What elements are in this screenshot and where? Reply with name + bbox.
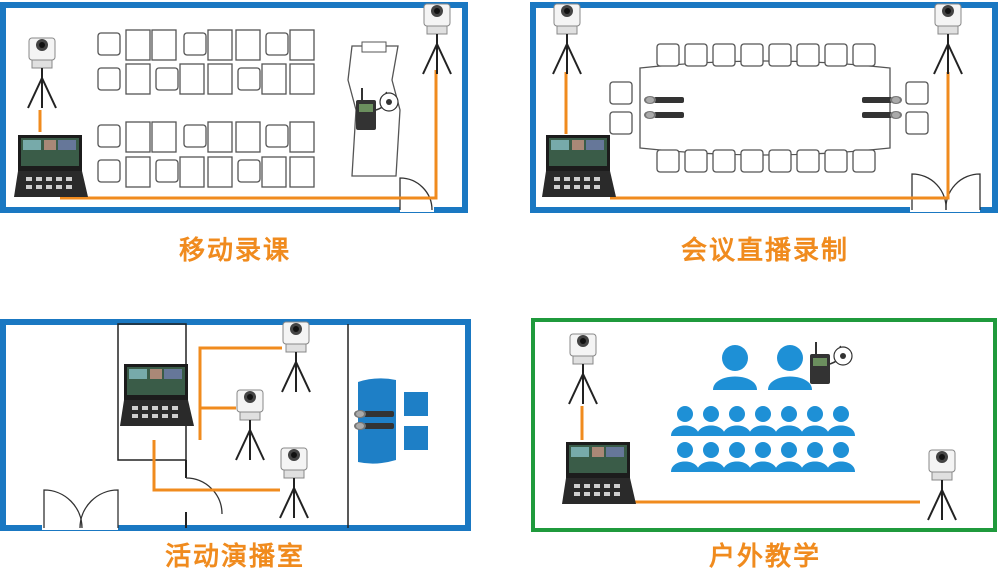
door	[399, 177, 433, 211]
ptz-camera-icon	[279, 447, 309, 519]
handheld-mic-icon	[354, 410, 394, 418]
host-desk	[358, 378, 396, 464]
ptz-camera-icon	[422, 3, 452, 75]
handheld-mic-icon	[862, 111, 902, 119]
ptz-camera-icon	[933, 3, 963, 75]
stool	[404, 392, 428, 416]
ptz-camera-icon	[552, 3, 582, 75]
handheld-mic-icon	[644, 111, 684, 119]
portable-recorder-icon	[542, 135, 616, 197]
caption-meeting-live: 会议直播录制	[680, 236, 849, 266]
ptz-camera-icon	[281, 321, 311, 393]
cable	[152, 440, 280, 492]
ptz-camera-icon	[927, 449, 957, 521]
panel-outdoor-teaching	[531, 318, 997, 532]
outdoor-boundary	[531, 318, 997, 532]
room-wall	[0, 319, 471, 531]
lavalier-mic-icon	[809, 341, 853, 385]
panel-meeting-live	[530, 2, 998, 213]
cable	[60, 70, 438, 200]
handheld-mic-icon	[644, 96, 684, 104]
ptz-camera-icon	[235, 389, 265, 461]
handheld-mic-icon	[354, 422, 394, 430]
room-wall	[0, 2, 468, 213]
stool	[404, 426, 428, 450]
ptz-camera-icon	[27, 37, 57, 109]
portable-recorder-icon	[562, 442, 636, 504]
conference-table	[639, 60, 891, 156]
caption-mobile-recording: 移动录课	[178, 236, 291, 266]
handheld-mic-icon	[862, 96, 902, 104]
classroom-desks	[97, 29, 315, 188]
portable-recorder-icon	[14, 135, 88, 197]
cable	[610, 72, 950, 200]
ptz-camera-icon	[568, 333, 598, 405]
door	[185, 477, 223, 515]
panel-mobile-recording	[0, 2, 468, 213]
caption-outdoor-teaching: 户外教学	[708, 542, 821, 572]
portable-recorder-icon	[120, 364, 194, 426]
room-wall	[530, 2, 998, 213]
caption-studio: 活动演播室	[164, 542, 305, 572]
panel-studio	[0, 319, 471, 531]
